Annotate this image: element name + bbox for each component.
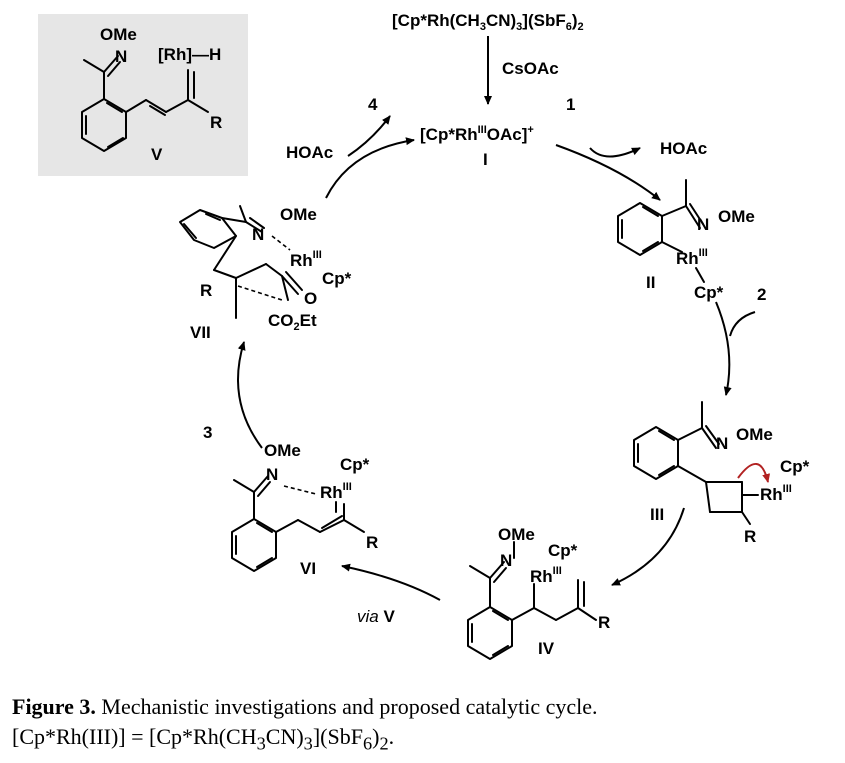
via-label: via V [357,607,395,626]
caption-line-1: Figure 3. Mechanistic investigations and… [12,692,835,722]
byproduct-hoac-right: HOAc [660,139,707,158]
int-IV-rh: RhIII [530,565,562,586]
intermediate-VII-structure [179,205,303,319]
inset-structure [81,55,209,152]
step-label-2: 2 [757,285,766,304]
additive-csoac: CsOAc [502,59,559,78]
int-VII-n: N [252,225,264,244]
step3-arrow [237,341,263,449]
int-VI-label: VI [300,559,316,578]
int-III-label: III [650,505,664,524]
int-III-r: R [744,527,756,546]
precatalyst-formula: [Cp*Rh(CH3CN)3](SbF6)2 [392,11,584,33]
intermediate-VI-structure [231,475,365,572]
step4-arrow [325,137,415,199]
caption-line-2: [Cp*Rh(III)] = [Cp*Rh(CH3CN)3](SbF6)2. [12,724,395,754]
int-VII-cp: Cp* [322,269,352,288]
intermediate-III-structure [633,401,759,525]
catalyst-label-I: I [483,150,488,169]
int-VII-co2et: CO2Et [268,311,317,333]
int-VI-dashed-bond [283,485,317,495]
catalyst-I-formula: [Cp*RhIIIOAc]+ [420,124,534,144]
inset-ome: OMe [100,25,137,44]
int-VII-label: VII [190,323,211,342]
hoac-release-arrow [589,147,641,158]
step-label-1: 1 [566,95,575,114]
int-VII-o: O [304,289,317,308]
inset-rh-h: [Rh]—H [158,45,221,64]
intermediate-II-structure [617,179,705,283]
byproduct-hoac-left: HOAc [286,143,333,162]
inset-box: OMe N [Rh]—H R V [38,14,248,176]
int-II-n: N [697,215,709,234]
int-II-cp: Cp* [694,283,724,302]
int-III-red-arrow [737,463,771,483]
caption-line1-text: Mechanistic investigations and proposed … [95,694,598,719]
arrow-IV-to-VI [341,563,441,601]
hoac-uptake-arrow [347,115,391,157]
int-VI-rh: RhIII [320,481,352,502]
int-VII-ome: OMe [280,205,317,224]
figure-caption: Figure 3. Mechanistic investigations and… [12,692,835,758]
inset-r: R [210,113,222,132]
int-VI-ome: OMe [264,441,301,460]
step1-arrow [555,144,661,201]
int-IV-r: R [598,613,610,632]
intermediate-IV-structure [467,541,597,660]
inset-n: N [115,47,127,66]
int-VI-r: R [366,533,378,552]
int-VII-r: R [200,281,212,300]
int-III-cp: Cp* [780,457,810,476]
int-VI-n: N [266,465,278,484]
int-II-rh: RhIII [676,247,708,268]
int-III-ome: OMe [736,425,773,444]
catalytic-cycle-scheme: OMe N [Rh]—H R V [Cp*Rh(CH3CN)3](SbF6)2 … [38,11,810,660]
int-III-n: N [716,434,728,453]
int-III-rh: RhIII [760,483,792,504]
int-IV-label: IV [538,639,555,658]
caption-figure-label: Figure 3. [12,694,96,719]
int-II-label: II [646,273,655,292]
inset-label-V: V [151,145,163,164]
int-VI-cp: Cp* [340,455,370,474]
int-VII-dashed-bond [237,285,283,301]
step2-arrow [715,301,732,396]
int-VII-dashed-n-rh [271,235,291,251]
step-label-4: 4 [368,95,378,114]
int-IV-cp: Cp* [548,541,578,560]
int-VII-rh: RhIII [290,249,322,270]
step-label-3: 3 [203,423,212,442]
int-II-ome: OMe [718,207,755,226]
int-IV-n: N [500,551,512,570]
arrow-III-to-IV [611,507,685,586]
int-IV-ome: OMe [498,525,535,544]
step2-side-arrow [729,311,756,337]
